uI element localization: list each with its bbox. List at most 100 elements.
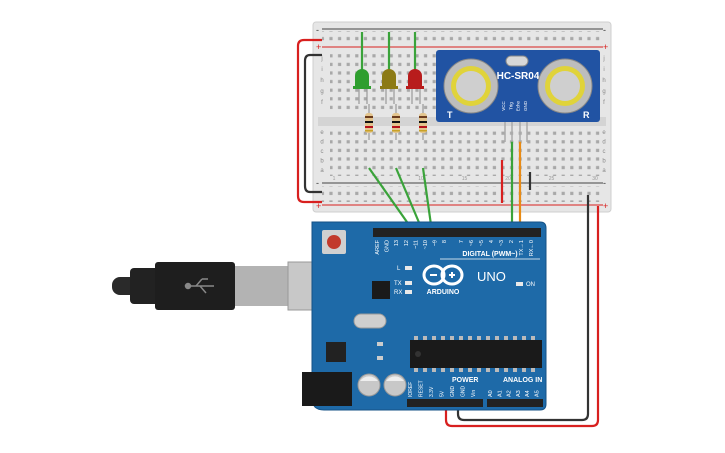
- led-2: [380, 69, 398, 104]
- digital-pin-label: AREF: [375, 239, 381, 254]
- row-letter: b: [602, 159, 606, 165]
- analog-pin-label: A2: [507, 390, 513, 397]
- row-letter: h: [320, 78, 323, 84]
- rail-minus-top-right: -: [603, 25, 606, 35]
- transmitter-transducer: [443, 58, 499, 114]
- row-letter: f: [603, 100, 605, 106]
- power-pin-label: IOREF: [408, 382, 414, 397]
- digital-pin-label: ~6: [469, 240, 475, 246]
- digital-pin-label: ~3: [499, 240, 505, 246]
- row-letter: j: [602, 56, 604, 62]
- column-number: 15: [462, 176, 468, 182]
- row-letter: a: [320, 168, 324, 174]
- analog-pin-label: A4: [525, 390, 531, 397]
- analog-pin-label: A5: [535, 390, 541, 397]
- receiver-mark: R: [583, 110, 590, 120]
- row-letter: f: [321, 100, 323, 106]
- row-letter: d: [320, 140, 323, 146]
- receiver-transducer: [537, 58, 593, 114]
- wire-red-left: [296, 38, 322, 204]
- rail-plus-top-right: +: [603, 42, 608, 52]
- analog-pin-label: A0: [488, 390, 494, 397]
- row-letter: j: [320, 56, 322, 62]
- wires: [296, 32, 600, 428]
- board-model: UNO: [477, 269, 506, 284]
- digital-pin-label: ~11: [413, 240, 419, 249]
- rail-plus-top: +: [316, 42, 321, 52]
- digital-pin-label: 12: [404, 240, 410, 246]
- leds: [353, 69, 424, 104]
- digital-pin-label: 4: [489, 240, 495, 243]
- digital-pin-label: 2: [509, 240, 515, 243]
- resistor-1: [365, 104, 373, 140]
- usb-icon: [184, 278, 214, 294]
- column-number: 20: [505, 176, 511, 182]
- wire-black-left: [303, 53, 322, 194]
- microcontroller-chip: [410, 336, 542, 372]
- sensor-pin-label: Echo: [516, 100, 521, 111]
- power-pin-label: Vin: [471, 390, 477, 397]
- column-number: 25: [549, 176, 555, 182]
- digital-pin-label: 8: [442, 240, 448, 243]
- capacitors: [357, 373, 407, 397]
- digital-pin-label: ~10: [423, 240, 429, 249]
- row-letter: g: [320, 89, 323, 95]
- row-letter: d: [602, 140, 605, 146]
- row-letter: i: [321, 67, 322, 73]
- power-header-label: POWER: [452, 377, 478, 384]
- resistor-2: [392, 104, 400, 140]
- digital-pin-label: 13: [394, 240, 400, 246]
- resistor-3: [419, 104, 427, 140]
- row-letter: c: [321, 149, 324, 155]
- row-letter: b: [320, 159, 324, 165]
- sensor-pin-label: GND: [523, 100, 528, 111]
- rail-minus-top: -: [316, 25, 319, 35]
- wire-red-right: [444, 206, 600, 428]
- rail-plus-bottom-right: +: [603, 201, 608, 211]
- column-number: 10: [418, 176, 424, 182]
- analog-pin-label: A1: [497, 390, 503, 397]
- resistors: [365, 104, 427, 140]
- power-pin-label: 3.3V: [429, 386, 435, 397]
- power-jack: [302, 372, 352, 406]
- power-pin-label: GND: [461, 386, 467, 398]
- power-header: [407, 399, 483, 407]
- column-number: 30: [592, 176, 598, 182]
- digital-pin-label: RX←0: [529, 240, 535, 256]
- digital-pin-label: ~5: [479, 240, 485, 246]
- power-pin-label: 5V: [440, 390, 446, 397]
- usb-cable: [112, 261, 339, 311]
- led-tx-label: TX: [394, 281, 402, 287]
- power-pin-labels: IOREF RESET 3.3V 5V GND GND Vin: [408, 380, 477, 397]
- sensor-pin-label: VCC: [501, 101, 506, 111]
- rail-minus-bottom-right: -: [603, 178, 606, 188]
- power-pin-label: GND: [450, 386, 456, 398]
- on-led-label: ON: [526, 282, 535, 288]
- sensor-model-label: HC-SR04: [497, 71, 540, 82]
- wire-led-1: [368, 167, 415, 233]
- wire-black-right: [456, 195, 590, 422]
- led-3: [406, 69, 424, 104]
- reset-button[interactable]: [322, 230, 346, 254]
- row-letter: e: [602, 130, 606, 136]
- power-pin-label: RESET: [419, 380, 425, 397]
- digital-header-label: DIGITAL (PWM~): [462, 251, 517, 258]
- analog-pin-label: A3: [516, 390, 522, 397]
- board-brand: ARDUINO: [427, 289, 460, 296]
- row-letter: c: [603, 149, 606, 155]
- row-letter: e: [320, 130, 324, 136]
- row-letter: a: [602, 168, 606, 174]
- led-l-label: L: [397, 266, 401, 272]
- digital-pin-label: ~9: [433, 240, 439, 246]
- analog-header: [487, 399, 543, 407]
- row-letter: i: [603, 67, 604, 73]
- wire-led-2: [394, 167, 425, 233]
- digital-pin-label: GND: [385, 240, 391, 252]
